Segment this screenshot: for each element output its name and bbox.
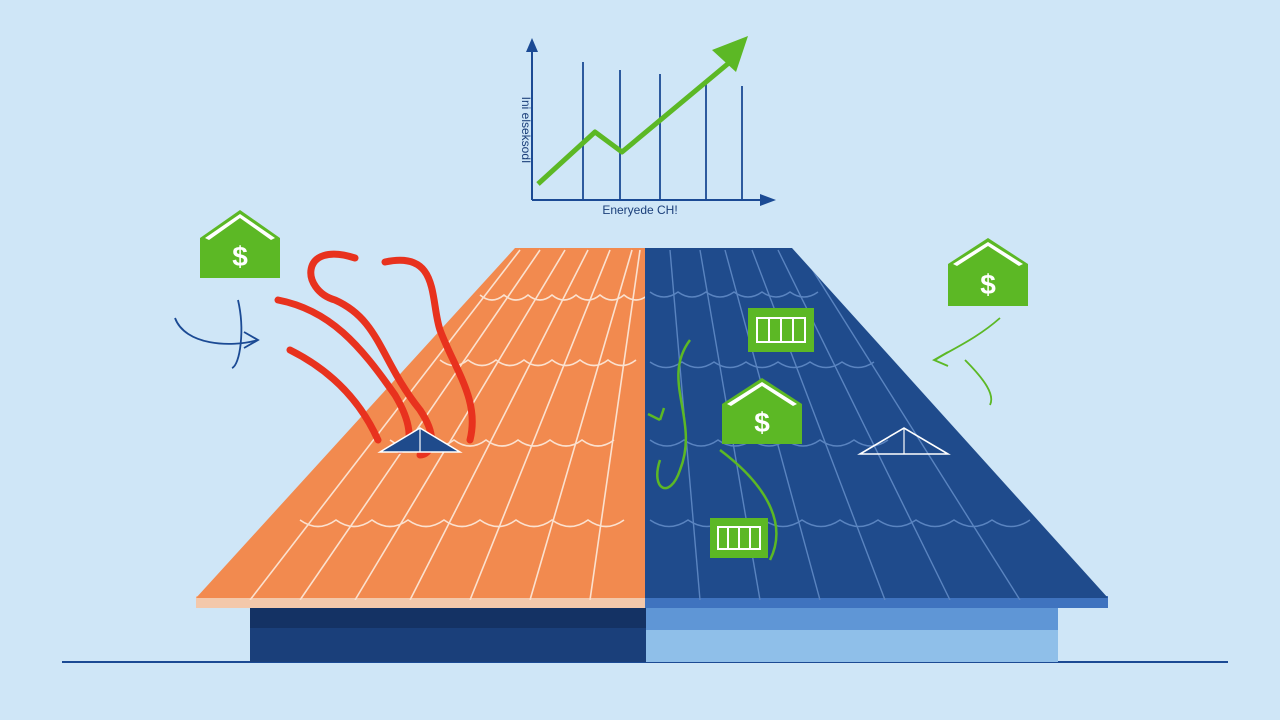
chart-x-label: Eneryede CH! bbox=[602, 203, 677, 217]
outgoing-arrow-icon bbox=[931, 317, 1001, 406]
chart-bars bbox=[582, 62, 743, 200]
growth-arrow-icon bbox=[536, 60, 732, 186]
growth-chart: Ini elseksodI Eneryede CH! bbox=[519, 36, 776, 217]
house-base bbox=[250, 608, 1058, 662]
airflow-icon bbox=[647, 339, 778, 561]
house-dollar-icon: $ bbox=[948, 238, 1028, 306]
svg-text:$: $ bbox=[232, 241, 248, 272]
svg-text:$: $ bbox=[980, 269, 996, 300]
chart-y-label: Ini elseksodI bbox=[519, 97, 533, 164]
house-dollar-icon: $ bbox=[200, 210, 280, 278]
radiator-icon bbox=[748, 308, 814, 352]
vent-icon bbox=[857, 427, 951, 455]
vent-icon bbox=[377, 427, 463, 453]
roof-eave bbox=[196, 596, 1108, 608]
radiator-icon bbox=[710, 518, 768, 558]
house-dollar-icon: $ bbox=[722, 378, 802, 444]
orange-roof-side bbox=[196, 248, 645, 600]
incoming-arrow-icon bbox=[174, 299, 260, 369]
x-axis-arrow-icon bbox=[760, 194, 776, 206]
y-axis-arrow-icon bbox=[526, 38, 538, 52]
svg-text:$: $ bbox=[754, 407, 770, 438]
growth-arrowhead-icon bbox=[712, 36, 748, 72]
